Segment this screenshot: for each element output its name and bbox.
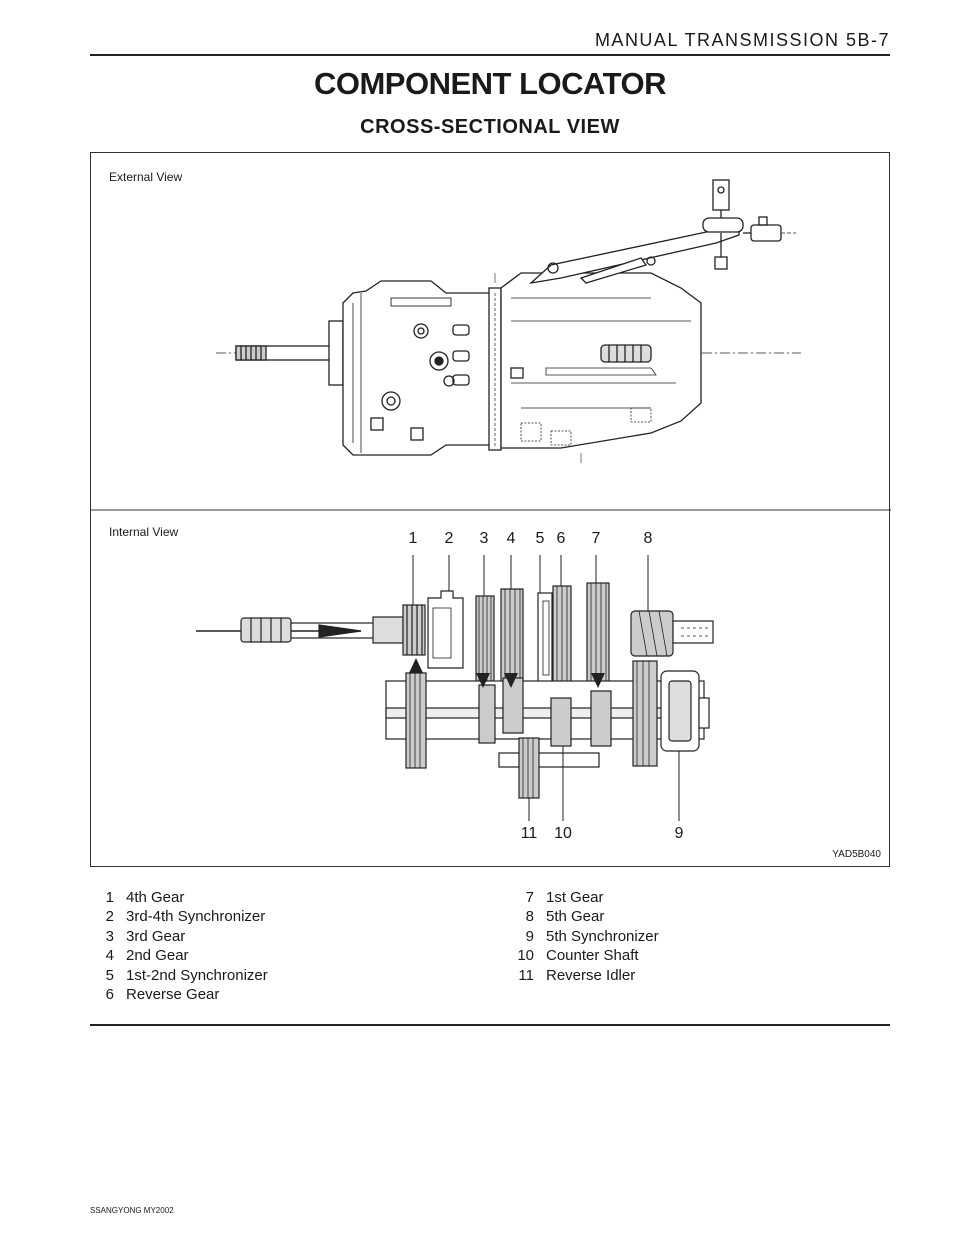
header-rule — [90, 54, 890, 56]
callout-8: 8 — [643, 530, 653, 547]
callout-7: 7 — [591, 530, 601, 547]
section-title: MANUAL TRANSMISSION 5B-7 — [594, 30, 890, 50]
footer-rule — [90, 1024, 890, 1026]
callout-2: 2 — [444, 530, 454, 547]
callout-5: 5 — [535, 530, 545, 547]
callout-4: 4 — [506, 530, 516, 547]
callout-11: 11 — [520, 825, 538, 842]
cross-section-figure: External View Internal View 1 2 3 4 5 6 … — [90, 152, 891, 867]
callout-10: 10 — [554, 825, 572, 842]
figure-code: YAD5B040 — [832, 849, 881, 860]
callout-6: 6 — [556, 530, 566, 547]
footer-text: SSANGYONG MY2002 — [90, 1206, 174, 1215]
callout-9: 9 — [674, 825, 684, 842]
external-view-label: External View — [109, 170, 183, 184]
page-subtitle: CROSS-SECTIONAL VIEW — [360, 116, 620, 138]
callout-1: 1 — [408, 530, 418, 547]
external-view-drawing — [216, 179, 801, 463]
internal-view-drawing — [196, 555, 714, 821]
callout-3: 3 — [479, 530, 489, 547]
internal-view-label: Internal View — [109, 525, 179, 539]
transmission-drawing — [91, 179, 891, 821]
page-title: COMPONENT LOCATOR — [313, 66, 667, 101]
